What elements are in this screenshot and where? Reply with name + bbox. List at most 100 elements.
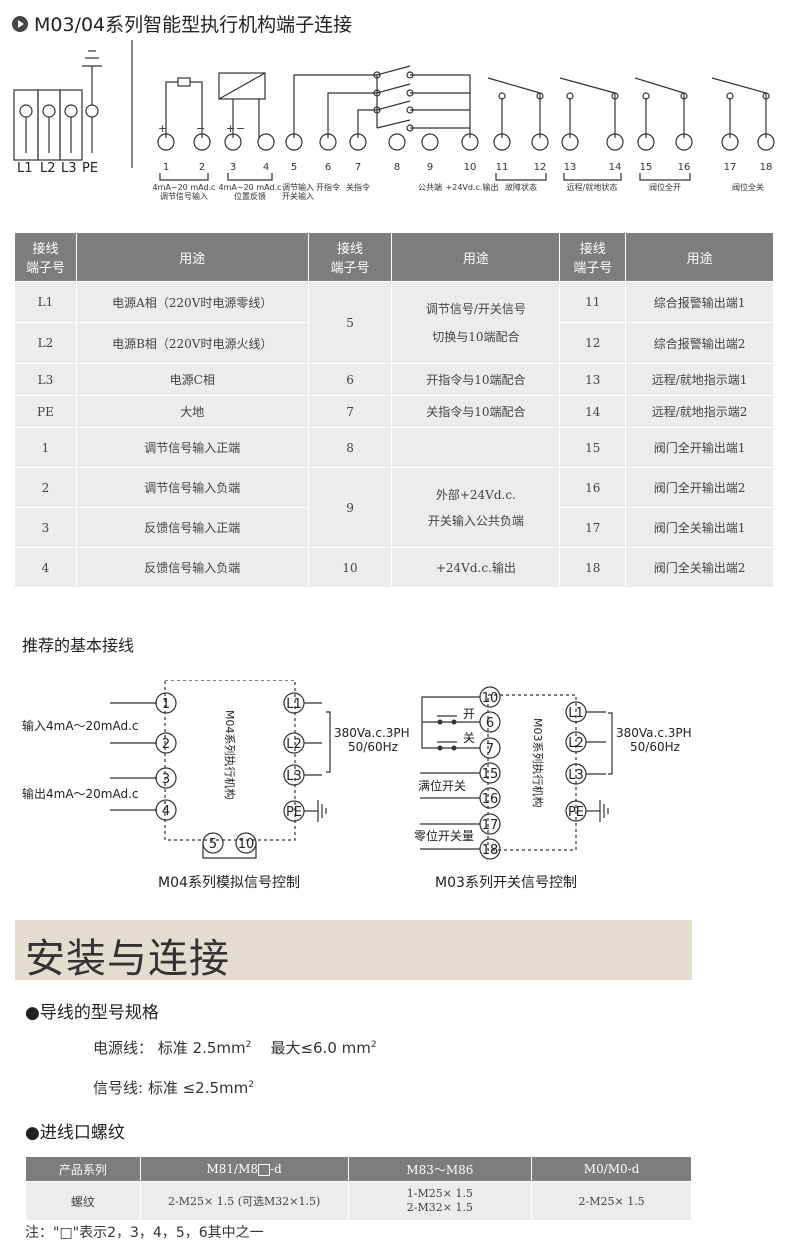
- cell-use: 关指令与10端配合: [391, 395, 561, 428]
- svg-text:3: 3: [162, 772, 170, 787]
- terminal-number: 17: [724, 162, 737, 173]
- table-header: 用途: [625, 232, 774, 282]
- play-icon: [12, 15, 28, 32]
- cell-no: PE: [14, 395, 77, 428]
- cell: 1-M25× 1.5 2-M32× 1.5: [347, 1181, 533, 1221]
- group-label: +24Vd.c.输出: [446, 182, 499, 192]
- group-label: 阀位全关: [732, 182, 764, 192]
- terminal-number: 3: [230, 162, 236, 173]
- svg-text:5: 5: [209, 837, 217, 852]
- cell-use: 阀门全关输出端2: [625, 547, 774, 588]
- cell-use: 反馈信号输入负端: [75, 547, 309, 588]
- install-heading-text: 安装与连接: [25, 936, 230, 982]
- table-row: PE 大地 7 关指令与10端配合 14 远程/就地指示端2: [14, 395, 774, 428]
- cell-use: [391, 427, 561, 468]
- svg-text:1: 1: [162, 697, 170, 712]
- cell-use: 反馈信号输入正端: [75, 507, 309, 548]
- cell-use: 调节信号输入正端: [75, 427, 309, 468]
- wiring-title: 推荐的基本接线: [22, 636, 135, 655]
- terminal-number: 8: [394, 162, 400, 173]
- terminal-number: 2: [199, 162, 205, 173]
- table-header: 接线 端子号: [307, 232, 393, 282]
- terminal-number: 1: [163, 162, 169, 173]
- cell-use: 远程/就地指示端2: [625, 395, 774, 428]
- cell: 2-M25× 1.5: [531, 1181, 692, 1221]
- cell-no: L1: [14, 281, 77, 323]
- svg-text:16: 16: [482, 792, 499, 807]
- svg-text:PE: PE: [568, 805, 584, 820]
- cell-use: 开指令与10端配合: [391, 363, 561, 396]
- terminal-number: 15: [640, 162, 653, 173]
- cell-no: 3: [14, 507, 77, 548]
- terminal-table: 接线 端子号 用途 接线 端子号 用途 接线 端子号 用途 L1 电源A相（22…: [14, 232, 774, 588]
- row-label: 螺纹: [25, 1181, 141, 1221]
- terminal-number: 6: [325, 162, 331, 173]
- group-label: 开指令: [316, 182, 340, 192]
- terminal-number: 11: [496, 162, 509, 173]
- cell-use: 阀门全关输出端1: [625, 507, 774, 548]
- group-label: 远程/就地状态: [567, 182, 618, 192]
- table-header: 接线 端子号: [14, 232, 77, 282]
- cell-no: 2: [14, 467, 77, 508]
- cell-no: 4: [14, 547, 77, 588]
- cell-use: 阀门全开输出端2: [625, 467, 774, 508]
- cell-use: 电源B相（220V时电源火线）: [75, 322, 309, 364]
- svg-text:L2: L2: [286, 737, 302, 752]
- cell-use: 远程/就地指示端1: [625, 363, 774, 396]
- svg-text:L1: L1: [568, 706, 584, 721]
- svg-text:−: −: [236, 122, 245, 135]
- table-row: 螺纹 2-M25× 1.5 (可选M32×1.5) 1-M25× 1.5 2-M…: [25, 1181, 692, 1221]
- placeholder-box-icon: [258, 1163, 271, 1176]
- wire-spec-title: ●导线的型号规格: [25, 1003, 159, 1023]
- table-row: 3 反馈信号输入正端 17 阀门全关输出端1: [14, 507, 774, 548]
- terminal-number: 7: [355, 162, 361, 173]
- zero-label: 零位开关量: [414, 828, 474, 843]
- cell-no: 17: [559, 507, 627, 548]
- group-label: 公共端: [418, 182, 442, 192]
- terminal-number: 14: [609, 162, 622, 173]
- cell-no: 18: [559, 547, 627, 588]
- open-label: 开: [463, 707, 475, 721]
- actuator-label: M03系列执行机构: [531, 718, 545, 808]
- svg-text:18: 18: [482, 843, 499, 858]
- table-row: 2 调节信号输入负端 9 外部+24Vd.c. 开关输入公共负端 16 阀门全开…: [14, 467, 774, 548]
- terminal-number: 5: [291, 162, 297, 173]
- svg-text:4: 4: [162, 804, 170, 819]
- terminal-number: 18: [760, 162, 773, 173]
- terminal-number: 10: [464, 162, 477, 173]
- svg-text:2: 2: [162, 737, 170, 752]
- group-label: 调节输入开关输入: [282, 182, 314, 201]
- table-header: 产品系列: [25, 1156, 141, 1182]
- table-row: L1 电源A相（220V时电源零线） 5 调节信号/开关信号 切换与10端配合 …: [14, 281, 774, 364]
- group-label: 关指令: [346, 182, 370, 192]
- table-row: 1 调节信号输入正端 8 15 阀门全开输出端1: [14, 427, 774, 468]
- group-label: 故障状态: [505, 182, 537, 192]
- cell-use: +24Vd.c.输出: [391, 547, 561, 588]
- cell-no: 13: [559, 363, 627, 396]
- cell-use: 调节信号/开关信号 切换与10端配合: [391, 281, 561, 364]
- svg-text:15: 15: [482, 767, 499, 782]
- terminal-number: 12: [534, 162, 547, 173]
- table-row: L3 电源C相 6 开指令与10端配合 13 远程/就地指示端1: [14, 363, 774, 396]
- cell: 2-M25× 1.5 (可选M32×1.5): [139, 1181, 349, 1221]
- install-heading: 安装与连接: [15, 920, 692, 982]
- output-label: 输出4mA～20mAd.c: [22, 786, 139, 801]
- terminal-number: 4: [263, 162, 269, 173]
- cell-no: 10: [307, 547, 393, 588]
- cell-use: 阀门全开输出端1: [625, 427, 774, 468]
- table-row: 4 反馈信号输入负端 10 +24Vd.c.输出 18 阀门全关输出端2: [14, 547, 774, 588]
- power-label: PE: [82, 161, 98, 176]
- right-caption: M03系列开关信号控制: [435, 875, 577, 891]
- table-header: M83～M86: [347, 1156, 533, 1182]
- cell-no: 9: [307, 467, 393, 548]
- page-title: M03/04系列智能型执行机构端子连接: [12, 10, 352, 37]
- svg-text:L3: L3: [286, 769, 302, 784]
- svg-text:L2: L2: [568, 736, 584, 751]
- close-label: 关: [463, 731, 475, 745]
- svg-text:10: 10: [238, 837, 255, 852]
- power-line-spec: 电源线： 标准 2.5mm2 最大≤6.0 mm2: [93, 1039, 377, 1057]
